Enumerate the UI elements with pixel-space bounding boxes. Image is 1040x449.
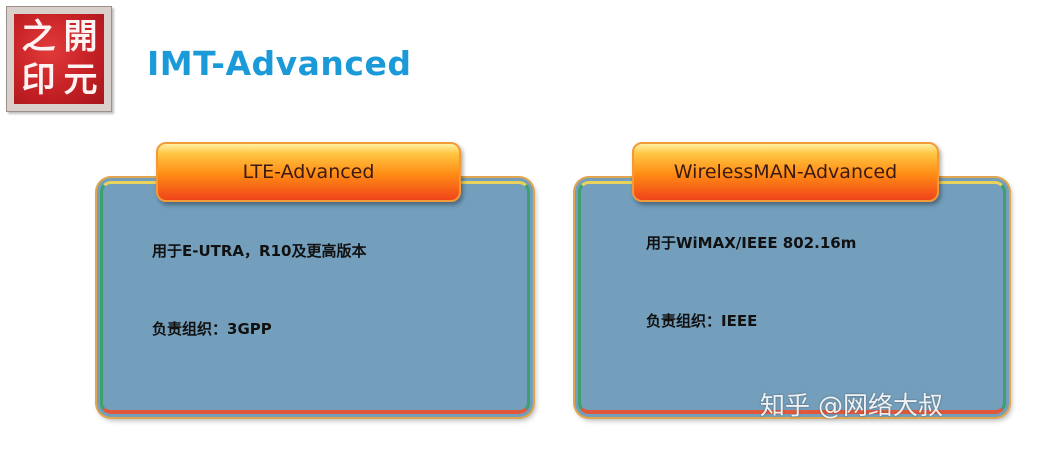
watermark: 知乎 @网络大叔 bbox=[760, 391, 943, 420]
card-title: WirelessMAN-Advanced bbox=[673, 161, 898, 183]
seal-char: 元 bbox=[63, 60, 98, 100]
card-usage-text: 用于WiMAX/IEEE 802.16m bbox=[646, 234, 857, 252]
seal-char: 印 bbox=[21, 60, 56, 100]
seal-char: 之 bbox=[21, 17, 56, 57]
card-lte-advanced bbox=[97, 178, 533, 417]
seal-stamp: 之 開 印 元 bbox=[14, 14, 104, 104]
seal-char: 開 bbox=[63, 17, 98, 57]
card-title: LTE-Advanced bbox=[242, 161, 375, 183]
card-organization-text: 负责组织：3GPP bbox=[152, 320, 272, 338]
card-header-wirelessman-advanced: WirelessMAN-Advanced bbox=[632, 142, 939, 202]
seal-logo: 之 開 印 元 bbox=[6, 6, 112, 112]
page-title: IMT-Advanced bbox=[147, 44, 412, 83]
card-header-lte-advanced: LTE-Advanced bbox=[156, 142, 461, 202]
card-usage-text: 用于E-UTRA，R10及更高版本 bbox=[152, 242, 367, 260]
card-organization-text: 负责组织：IEEE bbox=[646, 312, 758, 330]
card-wirelessman-advanced bbox=[575, 178, 1009, 417]
